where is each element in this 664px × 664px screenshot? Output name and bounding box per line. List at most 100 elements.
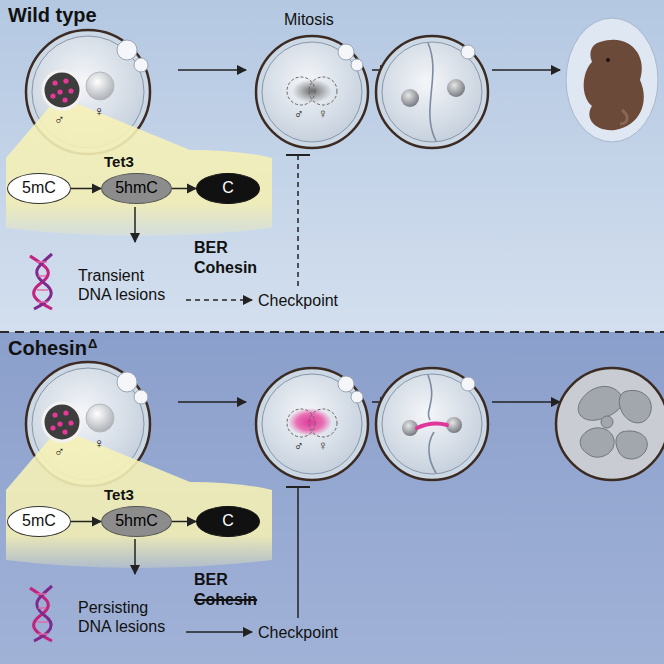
label: Cohesin	[194, 258, 257, 277]
dashed-pronucleus	[309, 77, 337, 105]
panel-ground	[0, 332, 664, 664]
polar-body	[351, 59, 363, 71]
fragments	[578, 386, 651, 459]
panel-heading: CohesinΔ	[0, 333, 664, 363]
divider	[0, 331, 664, 333]
label: Transient DNA lesions	[78, 266, 178, 304]
label: Mitosis	[284, 10, 334, 29]
arrow	[186, 631, 252, 633]
arrow	[178, 401, 246, 403]
arrow	[492, 401, 560, 403]
dna-icon	[30, 254, 52, 309]
panel-ground	[0, 0, 664, 332]
dashed-pronucleus	[287, 77, 315, 105]
dashed-arrow	[186, 299, 252, 301]
connector-arrow	[71, 188, 101, 190]
ellipse-node: 5mC	[7, 173, 71, 204]
ellipse-node: 5mC	[7, 506, 71, 537]
dna-icon	[30, 586, 52, 641]
embryo	[584, 40, 644, 131]
label: Cohesin	[194, 590, 257, 609]
polar-body	[117, 40, 137, 60]
node-text: C	[222, 512, 234, 530]
arrow	[134, 207, 136, 242]
two-cell	[376, 36, 488, 148]
edge-label: Tet3	[104, 153, 134, 171]
inhibition-bar	[286, 486, 310, 488]
embryo-limb	[620, 110, 627, 124]
arrow	[134, 539, 136, 574]
polar-body	[351, 391, 363, 403]
nucleus	[447, 79, 465, 97]
label: ♀	[318, 106, 328, 122]
node-text: 5mC	[22, 512, 56, 530]
female-pronucleus	[86, 72, 114, 100]
two-cell	[376, 368, 488, 480]
label: ♀	[318, 438, 328, 454]
label: Checkpoint	[258, 623, 338, 642]
yolk-sac	[566, 18, 658, 142]
node-text: 5hmC	[115, 512, 158, 530]
polar-body	[461, 377, 475, 391]
male-pronucleus	[43, 71, 81, 109]
cytoplasm	[382, 374, 482, 474]
polar-body	[117, 372, 137, 392]
pink-foci	[50, 78, 73, 102]
polar-body	[134, 390, 148, 404]
mitotic-zygote	[256, 36, 368, 148]
fragmented-embryo	[556, 368, 664, 480]
cleavage	[428, 43, 436, 141]
dashed-pronucleus	[309, 409, 337, 437]
chromatin-bridge	[417, 424, 447, 428]
node-text: 5hmC	[115, 179, 158, 197]
dashed-inhibition	[297, 156, 299, 286]
damaged-chromatin	[288, 408, 332, 436]
zoom-cone	[6, 104, 272, 236]
label: ♀	[94, 103, 105, 120]
zoom-cone	[6, 436, 272, 568]
edge-label: Tet3	[104, 486, 134, 504]
polar-body	[461, 45, 475, 59]
embryo-eye	[606, 58, 610, 62]
inhibition-bar	[286, 154, 310, 156]
wild-type-art	[6, 18, 658, 309]
connector-arrow	[172, 188, 196, 190]
panel-title: Cohesin	[8, 336, 87, 360]
polar-body	[338, 376, 354, 392]
ellipse-node: C	[196, 506, 260, 537]
cytoplasm	[262, 42, 362, 142]
node-text: 5mC	[22, 179, 56, 197]
mitotic-zygote	[256, 368, 368, 480]
connector-arrow	[71, 521, 101, 523]
label: ♂	[54, 443, 65, 460]
arrow	[178, 69, 246, 71]
label: BER	[194, 238, 228, 257]
label: BER	[194, 570, 228, 589]
polar-body	[134, 58, 148, 72]
label: ♂	[294, 106, 304, 122]
dashed-pronucleus	[287, 409, 315, 437]
female-pronucleus	[86, 404, 114, 432]
polar-body	[338, 44, 354, 60]
label: ♂	[294, 438, 304, 454]
pink-foci	[50, 410, 73, 434]
label: ♂	[54, 111, 65, 128]
ellipse-node: C	[196, 173, 260, 204]
superscript: Δ	[88, 337, 97, 350]
connector-arrow	[172, 521, 196, 523]
ellipse-node: 5hmC	[101, 173, 172, 204]
arrow	[492, 69, 560, 71]
male-pronucleus	[43, 403, 81, 441]
cohesin-deleted-art	[6, 362, 664, 641]
inhibition-line	[297, 488, 299, 618]
label: Persisting DNA lesions	[78, 598, 178, 636]
node-text: C	[222, 179, 234, 197]
cytoplasm	[262, 374, 362, 474]
ellipse-node: 5hmC	[101, 506, 172, 537]
cytoplasm	[382, 42, 482, 142]
panel-title: Wild type	[8, 3, 97, 27]
nucleus	[401, 89, 419, 107]
